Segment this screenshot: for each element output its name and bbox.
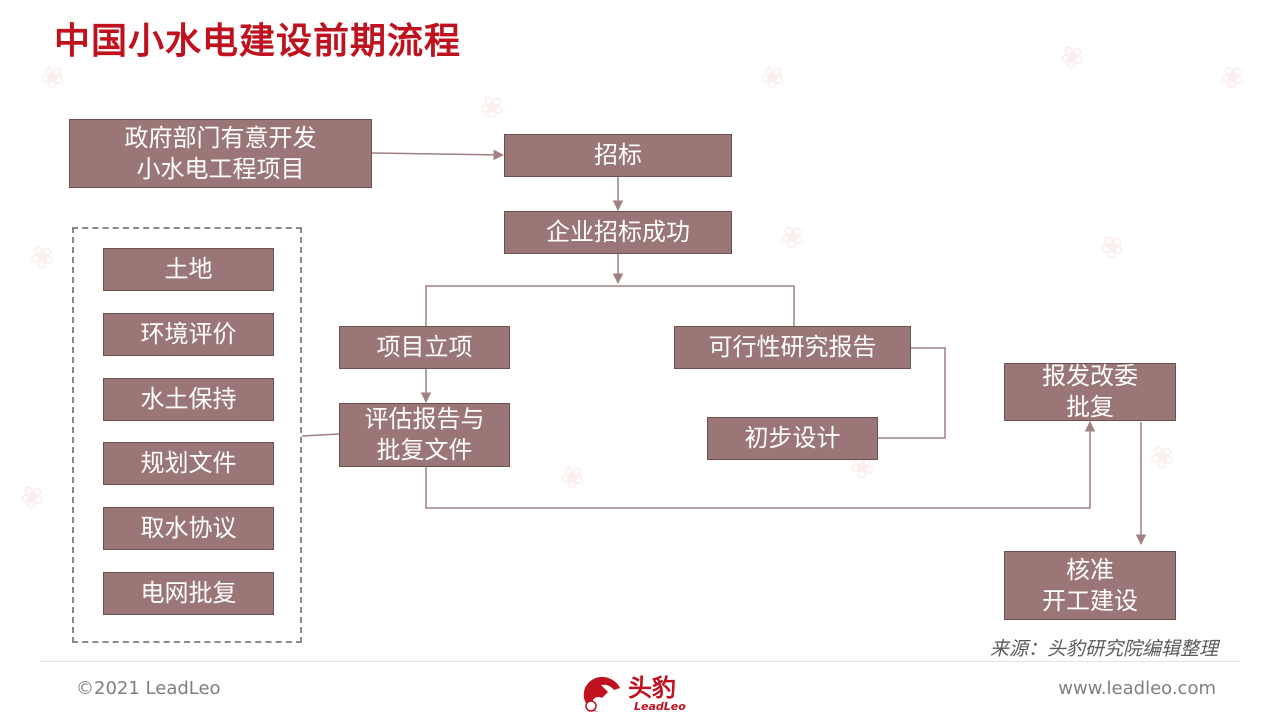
feasibility-design-bracket	[878, 347, 946, 439]
construction-approval-box: 核准 开工建设	[1004, 551, 1176, 620]
requirements-connector	[301, 433, 340, 437]
source-note: 来源：头豹研究院编辑整理	[989, 638, 1218, 660]
page-title: 中国小水电建设前期流程	[54, 21, 462, 62]
requirement-item: 土地	[103, 248, 274, 291]
requirement-item: 取水协议	[103, 507, 274, 550]
feasibility-report-box: 可行性研究报告	[674, 326, 911, 369]
requirement-item: 水土保持	[103, 378, 274, 421]
split-bracket	[425, 285, 795, 326]
requirement-item: 规划文件	[103, 442, 274, 485]
ndrc-approval-box: 报发改委 批复	[1004, 362, 1176, 421]
footer-divider	[40, 661, 1240, 662]
website-link[interactable]: www.leadleo.com	[1058, 678, 1216, 699]
leopard-icon	[583, 676, 620, 712]
requirement-item: 环境评价	[103, 313, 274, 356]
tender-box: 招标	[504, 134, 732, 177]
arrow-gov-to-tender	[371, 149, 505, 161]
requirements-group	[72, 227, 302, 643]
copyright-text: ©2021 LeadLeo	[76, 678, 221, 699]
leadleo-logo: 头豹 LeadLeo	[578, 668, 708, 718]
assessment-report-box: 评估报告与 批复文件	[339, 403, 510, 467]
requirement-item: 电网批复	[103, 572, 274, 615]
logo-cn-text: 头豹	[628, 674, 676, 702]
arrow-assessment-to-ndrc	[425, 420, 1096, 509]
preliminary-design-box: 初步设计	[707, 417, 878, 460]
tender-success-box: 企业招标成功	[504, 211, 732, 254]
logo-en-text: LeadLeo	[634, 700, 686, 713]
project-approval-box: 项目立项	[339, 326, 510, 369]
gov-project-box: 政府部门有意开发 小水电工程项目	[69, 119, 372, 188]
